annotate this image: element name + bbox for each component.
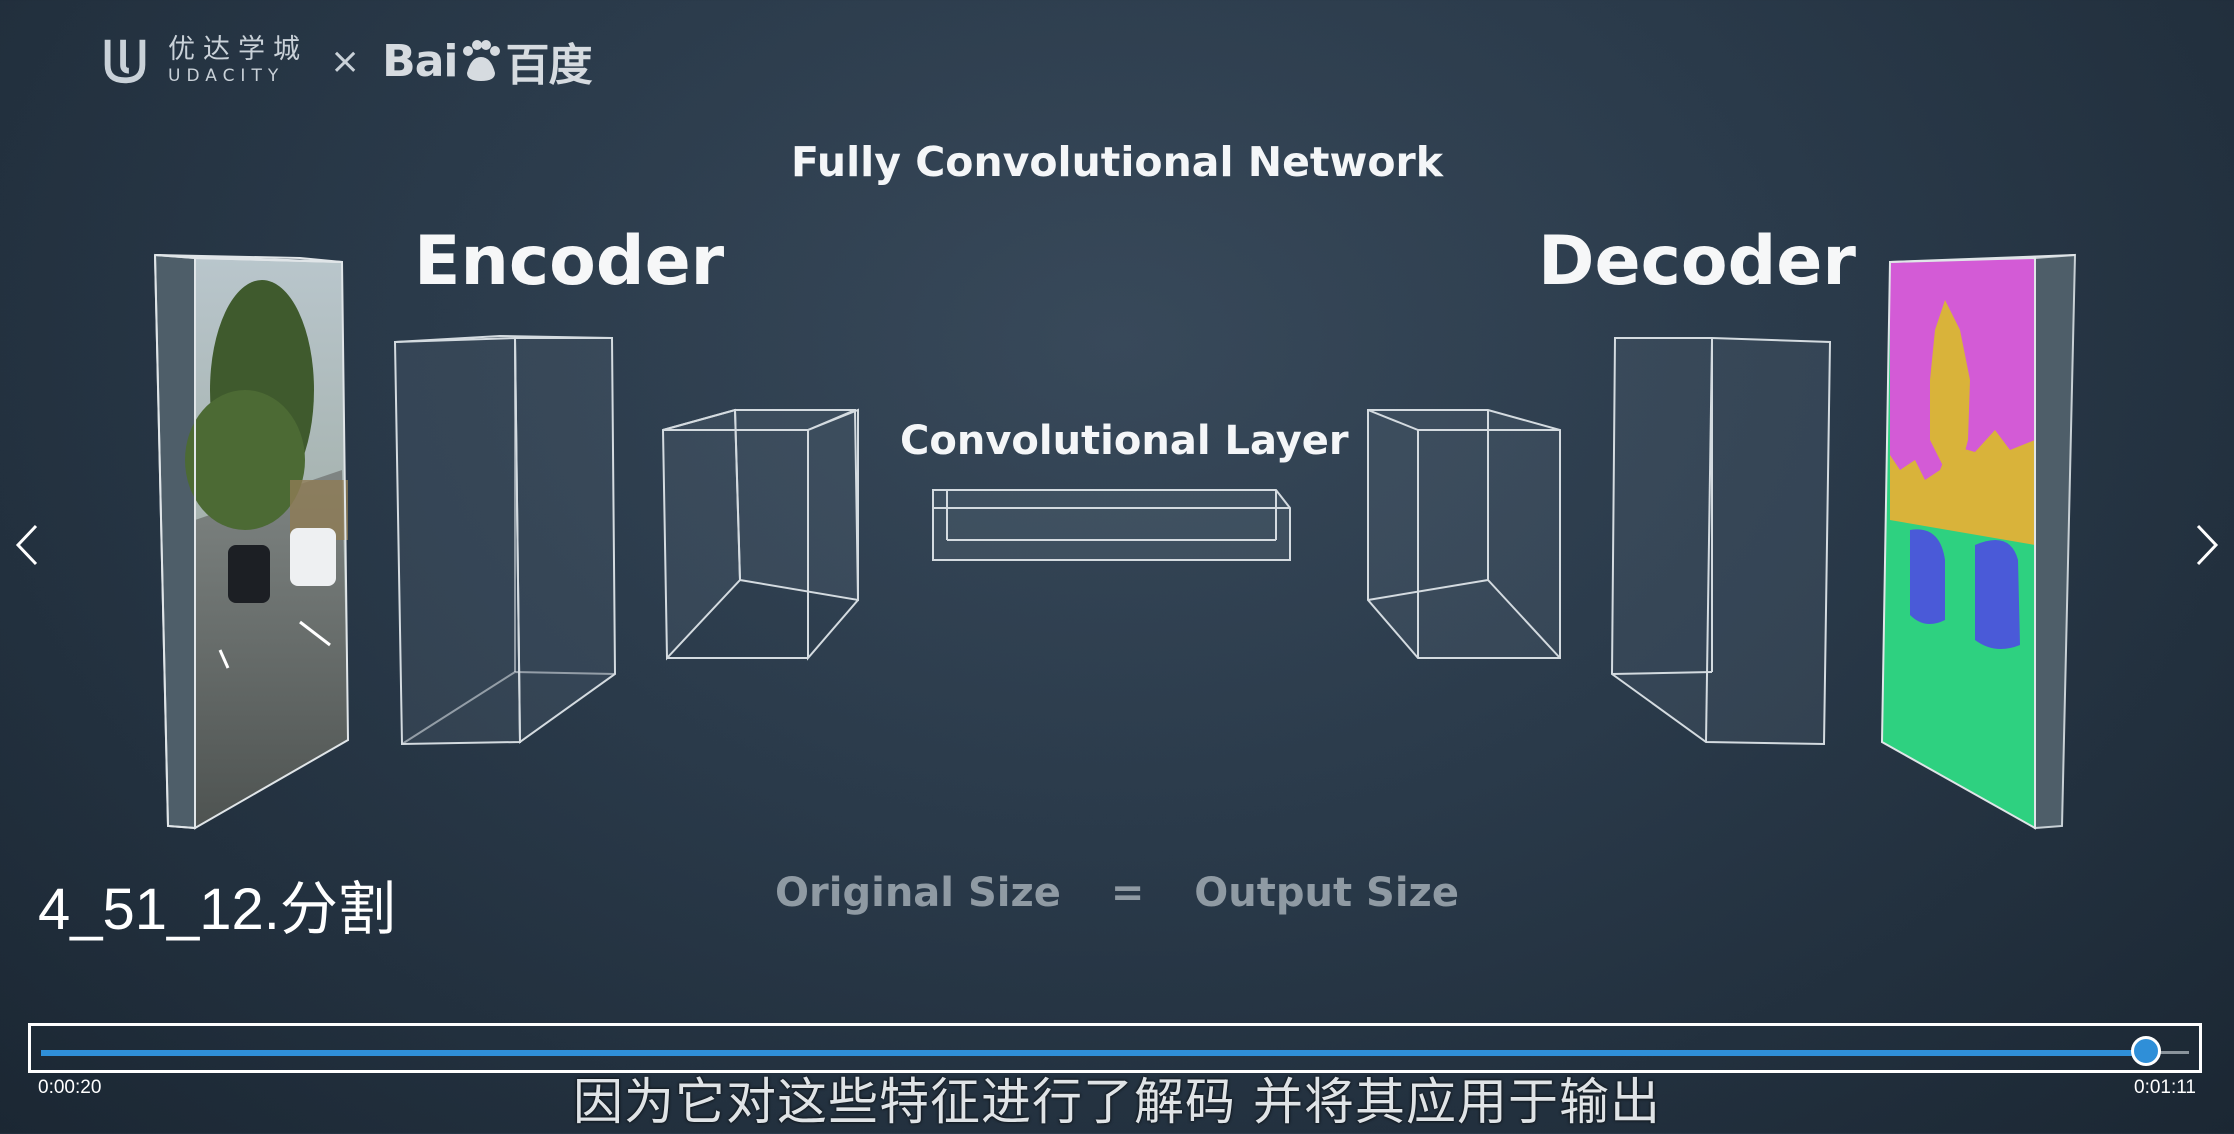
conv-layer-label: Convolutional Layer — [900, 418, 1349, 464]
udacity-en: UDACITY — [168, 66, 285, 86]
encoder-block-1 — [393, 334, 617, 746]
slide-title: Fully Convolutional Network — [790, 138, 1444, 186]
decoder-block-2 — [1610, 337, 1832, 746]
conv-layer-block — [932, 489, 1291, 561]
udacity-wordmark: 优达学城 UDACITY — [168, 35, 308, 87]
udacity-logo-icon — [104, 39, 146, 84]
brand-logos: 优达学城 UDACITY × Bai 百度 — [96, 26, 592, 96]
encoder-block-2 — [661, 408, 860, 661]
decoder-block-1 — [1367, 409, 1561, 659]
baidu-paw-icon — [463, 40, 501, 81]
baidu-text-2: 百度 — [505, 40, 592, 91]
duration-time: 0:01:11 — [2134, 1077, 2196, 1098]
baidu-text-1: Bai — [382, 35, 458, 87]
current-time: 0:00:20 — [38, 1077, 102, 1098]
video-file-label: 4_51_12.分割 — [38, 877, 396, 942]
udacity-cn: 优达学城 — [168, 34, 308, 65]
decoder-label: Decoder — [1538, 222, 1856, 301]
next-arrow-icon[interactable] — [2186, 520, 2226, 570]
brand-separator: × — [330, 40, 361, 82]
previous-arrow-icon[interactable] — [8, 520, 48, 570]
equation-right: Output Size — [1194, 870, 1459, 916]
baidu-logo: Bai 百度 — [382, 29, 592, 93]
seek-progress-fill — [41, 1050, 2147, 1056]
equation-left: Original Size — [775, 870, 1061, 916]
equation-operator: = — [1110, 870, 1145, 916]
output-segmentation-slab — [1880, 253, 2077, 830]
size-equation: Original Size = Output Size — [0, 870, 2234, 916]
seek-bar[interactable] — [28, 1023, 2202, 1073]
input-image-slab — [153, 253, 350, 830]
encoder-label: Encoder — [414, 222, 725, 301]
caption-subtitle: 因为它对这些特征进行了解码 并将其应用于输出 — [573, 1073, 1661, 1131]
seek-handle[interactable] — [2131, 1036, 2162, 1066]
